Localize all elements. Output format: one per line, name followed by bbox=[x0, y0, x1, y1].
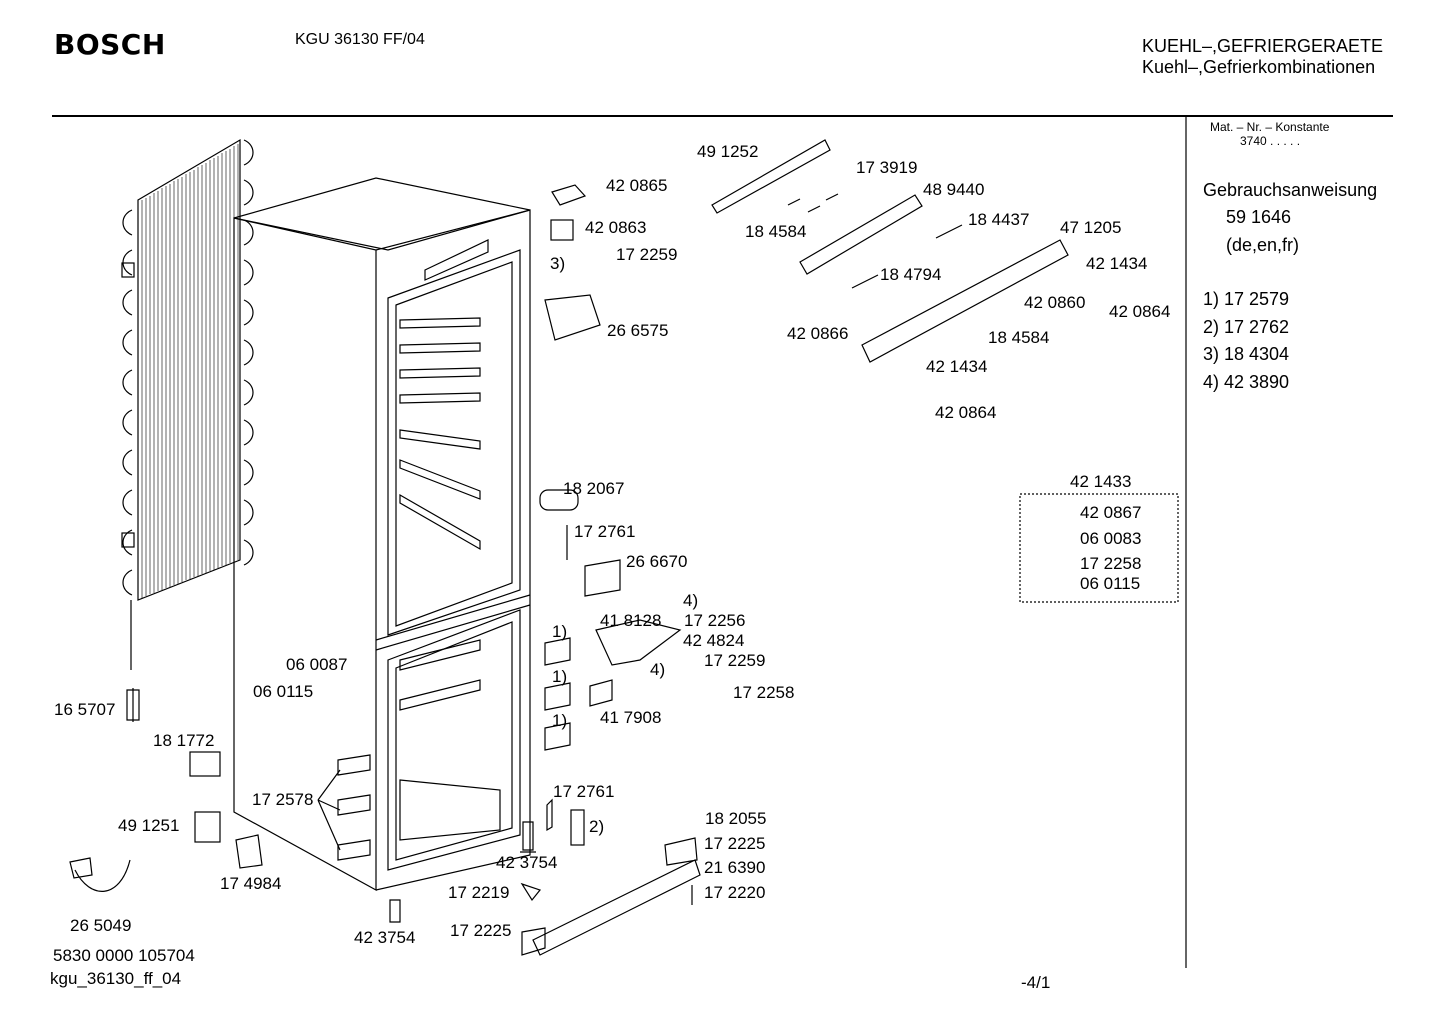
footnote-marker: 4) bbox=[650, 660, 666, 679]
footnote-marker: 1) bbox=[552, 667, 568, 686]
part-label: 42 1434 bbox=[1086, 254, 1148, 273]
document-number: 5830 0000 105704 bbox=[53, 946, 195, 965]
part-label: 17 2578 bbox=[252, 790, 314, 809]
part-label: 26 6575 bbox=[607, 321, 669, 340]
part-label: 42 0866 bbox=[787, 324, 849, 343]
part-label: 18 4584 bbox=[988, 328, 1050, 347]
footnote-marker: 3) bbox=[550, 254, 566, 273]
part-label: 26 6670 bbox=[626, 552, 688, 571]
part-label: 41 7908 bbox=[600, 708, 662, 727]
footnote-marker: 1) bbox=[552, 711, 568, 730]
footnote-marker: 2) bbox=[589, 817, 605, 836]
part-label: 42 0864 bbox=[935, 403, 997, 422]
kit-box bbox=[1019, 493, 1179, 603]
part-label: 49 1252 bbox=[697, 142, 759, 161]
part-label: 18 4794 bbox=[880, 265, 942, 284]
footnote-item: 3) 18 4304 bbox=[1203, 344, 1290, 364]
part-label: 26 5049 bbox=[70, 916, 132, 935]
part-label: 16 5707 bbox=[54, 700, 116, 719]
footnote-marker: 1) bbox=[552, 622, 568, 641]
kit-title: 42 1433 bbox=[1070, 472, 1132, 491]
footnote-item: 1) 17 2579 bbox=[1203, 289, 1290, 309]
kit-item: 42 0867 bbox=[1080, 503, 1142, 522]
part-label: 17 2761 bbox=[574, 522, 636, 541]
footnote-item: 2) 17 2762 bbox=[1203, 317, 1290, 337]
footnote-marker: 4) bbox=[683, 591, 699, 610]
part-label: 42 4824 bbox=[683, 631, 745, 650]
part-label: 48 9440 bbox=[923, 180, 985, 199]
part-label: 42 3754 bbox=[496, 853, 558, 872]
material-number-label: Mat. – Nr. – Konstante bbox=[1210, 120, 1330, 134]
small-parts bbox=[69, 184, 701, 956]
category-title: KUEHL–,GEFRIERGERAETE bbox=[1142, 36, 1384, 56]
part-label: 42 1434 bbox=[926, 357, 988, 376]
part-label: 17 2259 bbox=[616, 245, 678, 264]
part-label: 17 2225 bbox=[450, 921, 512, 940]
cabinet-body bbox=[233, 177, 531, 892]
part-label: 42 3754 bbox=[354, 928, 416, 947]
part-label: 47 1205 bbox=[1060, 218, 1122, 237]
part-label: 18 4584 bbox=[745, 222, 807, 241]
part-label: 18 4437 bbox=[968, 210, 1030, 229]
part-label: 42 0864 bbox=[1109, 302, 1171, 321]
part-label: 17 2259 bbox=[704, 651, 766, 670]
brand-logo: BOSCH bbox=[54, 28, 166, 61]
manual-languages: (de,en,fr) bbox=[1226, 235, 1300, 255]
part-label: 18 2055 bbox=[705, 809, 767, 828]
control-panel-parts bbox=[711, 139, 1069, 363]
part-label: 21 6390 bbox=[704, 858, 766, 877]
part-label: 17 2225 bbox=[704, 834, 766, 853]
part-label: 18 1772 bbox=[153, 731, 215, 750]
material-number-value: 3740 . . . . . bbox=[1240, 134, 1301, 148]
part-label: 17 3919 bbox=[856, 158, 918, 177]
page-number: -4/1 bbox=[1021, 973, 1051, 992]
kit-item: 06 0115 bbox=[1080, 574, 1141, 593]
part-label: 17 2761 bbox=[553, 782, 615, 801]
part-label: 42 0865 bbox=[606, 176, 668, 195]
kit-item: 17 2258 bbox=[1080, 554, 1142, 573]
category-subtitle: Kuehl–,Gefrierkombinationen bbox=[1142, 57, 1376, 77]
file-name: kgu_36130_ff_04 bbox=[50, 969, 182, 988]
footnote-item: 4) 42 3890 bbox=[1203, 372, 1290, 392]
part-label: 17 2219 bbox=[448, 883, 510, 902]
part-label: 42 0863 bbox=[585, 218, 647, 237]
kit-item: 06 0083 bbox=[1080, 529, 1142, 548]
part-label: 49 1251 bbox=[118, 816, 180, 835]
manual-number: 59 1646 bbox=[1226, 207, 1292, 227]
part-label: 17 2256 bbox=[684, 611, 746, 630]
part-label: 06 0087 bbox=[286, 655, 348, 674]
part-label: 17 4984 bbox=[220, 874, 282, 893]
part-label: 18 2067 bbox=[563, 479, 625, 498]
part-label: 42 0860 bbox=[1024, 293, 1086, 312]
part-label: 17 2220 bbox=[704, 883, 766, 902]
model-number: KGU 36130 FF/04 bbox=[295, 31, 425, 48]
part-label: 17 2258 bbox=[733, 683, 795, 702]
part-label: 06 0115 bbox=[253, 682, 314, 701]
manual-label: Gebrauchsanweisung bbox=[1203, 180, 1378, 200]
condenser-coil bbox=[121, 138, 254, 670]
condenser-grid bbox=[141, 144, 239, 598]
part-label: 41 8128 bbox=[600, 611, 662, 630]
